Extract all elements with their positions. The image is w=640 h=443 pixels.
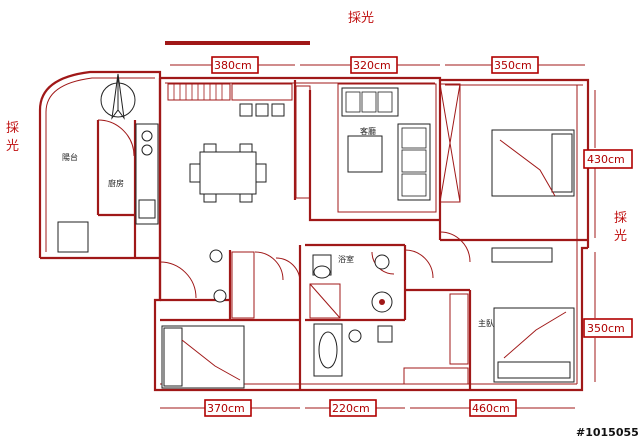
- toilet-2: [377, 325, 393, 343]
- sofa-right: [397, 123, 431, 201]
- sofa-top: [341, 87, 399, 117]
- sink-icon-2: [348, 329, 362, 343]
- daylight-label-left-b: 光: [6, 139, 19, 154]
- dining-chair-t1: [203, 143, 217, 153]
- dimension-top-2: 320cm: [350, 56, 398, 74]
- interior-walls: [96, 80, 588, 390]
- dimension-bottom-1: 370cm: [204, 399, 252, 417]
- stool-2: [255, 103, 269, 117]
- dining-chair-r: [255, 163, 267, 183]
- listing-watermark: #1015055: [576, 426, 639, 439]
- closet-left: [231, 251, 255, 319]
- dimension-right-2: 350cm: [583, 318, 633, 338]
- shower-area: [309, 283, 341, 319]
- daylight-label-right-a: 採: [614, 211, 627, 226]
- sideboard: [231, 83, 293, 101]
- room-label-master: 主臥: [478, 318, 494, 328]
- plant-icon-3: [374, 254, 390, 270]
- dining-chair-l: [189, 163, 201, 183]
- stove-burner-1: [141, 130, 153, 142]
- bed-bottom-left-pillow: [163, 327, 183, 387]
- room-label-bathroom: 浴室: [338, 254, 354, 264]
- coffee-table: [347, 135, 383, 173]
- stool-1: [239, 103, 253, 117]
- stool-3: [271, 103, 285, 117]
- dining-chair-t2: [239, 143, 253, 153]
- room-label-balcony: 陽台: [62, 152, 78, 162]
- shelf-bottom: [403, 367, 469, 385]
- svg-text:320cm: 320cm: [353, 59, 391, 72]
- toilet-bowl: [313, 265, 331, 279]
- room-label-kitchen: 廚房: [108, 178, 124, 188]
- svg-text:460cm: 460cm: [472, 402, 510, 415]
- living-room-rug: [337, 83, 437, 213]
- stair-treads: [173, 84, 223, 100]
- dimension-top-1: 380cm: [211, 56, 259, 74]
- daylight-window-bar: [165, 41, 310, 45]
- stove-burner-2: [141, 144, 153, 156]
- bed-master-pillow: [497, 361, 571, 379]
- bed-top-right-pillow: [551, 133, 573, 193]
- kitchen-counter: [135, 123, 159, 225]
- svg-text:380cm: 380cm: [214, 59, 252, 72]
- plant-icon-2: [213, 289, 227, 303]
- sofa-right-cushions: [401, 127, 427, 197]
- svg-text:350cm: 350cm: [494, 59, 532, 72]
- svg-text:430cm: 430cm: [587, 153, 625, 166]
- daylight-label-right-b: 光: [614, 229, 627, 244]
- daylight-label-left-a: 採: [6, 121, 19, 136]
- dimension-top-3: 350cm: [491, 56, 539, 74]
- dimension-bottom-2: 220cm: [329, 399, 377, 417]
- north-arrow-icon: [100, 73, 136, 120]
- dining-chair-b1: [203, 193, 217, 203]
- svg-text:370cm: 370cm: [207, 402, 245, 415]
- staircase: [167, 83, 231, 101]
- nightstand: [491, 247, 553, 263]
- bathtub-basin: [318, 331, 338, 369]
- washing-machine: [57, 221, 89, 253]
- daylight-label-top: 採光: [348, 11, 374, 26]
- living-room-label: 客廳: [360, 126, 376, 136]
- svg-text:220cm: 220cm: [332, 402, 370, 415]
- svg-text:350cm: 350cm: [587, 322, 625, 335]
- wardrobe: [439, 83, 461, 203]
- door-swings: [97, 119, 471, 299]
- dimension-bottom-3: 460cm: [469, 399, 517, 417]
- dimension-right-1: 430cm: [583, 149, 633, 169]
- sofa-cushions: [345, 91, 393, 113]
- closet-master: [449, 293, 469, 365]
- dining-chair-b2: [239, 193, 253, 203]
- dining-table: [199, 151, 257, 195]
- tv-cabinet: [295, 85, 311, 199]
- kitchen-sink: [138, 199, 156, 219]
- plant-icon: [209, 249, 223, 263]
